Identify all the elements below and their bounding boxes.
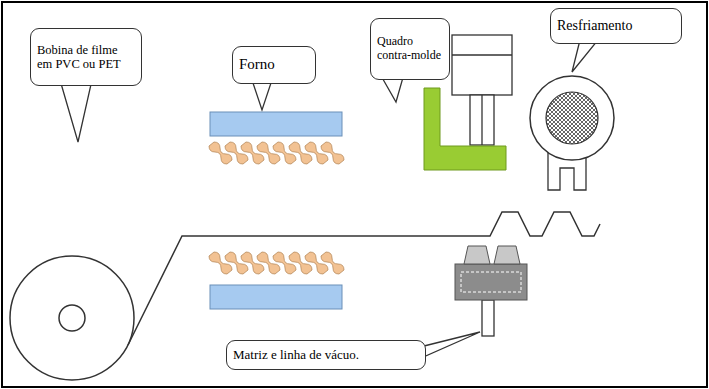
callout-text: Quadro contra-molde xyxy=(377,35,443,63)
callout-text: Matriz e linha de vácuo. xyxy=(233,348,359,363)
cooling-fan xyxy=(530,76,614,190)
oven xyxy=(209,112,344,309)
callout-bubble: Quadro contra-molde xyxy=(370,18,450,80)
callout-text: Bobina de filme em PVC ou PET xyxy=(37,43,135,72)
callout-text: Forno xyxy=(239,56,275,73)
callout-text: Resfriamento xyxy=(557,18,632,34)
film-coil xyxy=(10,256,134,380)
callout-bubble: Forno xyxy=(232,46,316,84)
callout-bubble: Resfriamento xyxy=(550,8,682,44)
callout-tails xyxy=(60,40,598,362)
callout-bubble: Matriz e linha de vácuo. xyxy=(226,340,426,370)
callout-bubble: Bobina de filme em PVC ou PET xyxy=(30,28,142,86)
film-web xyxy=(128,212,600,345)
vacuum-mould xyxy=(455,246,527,336)
